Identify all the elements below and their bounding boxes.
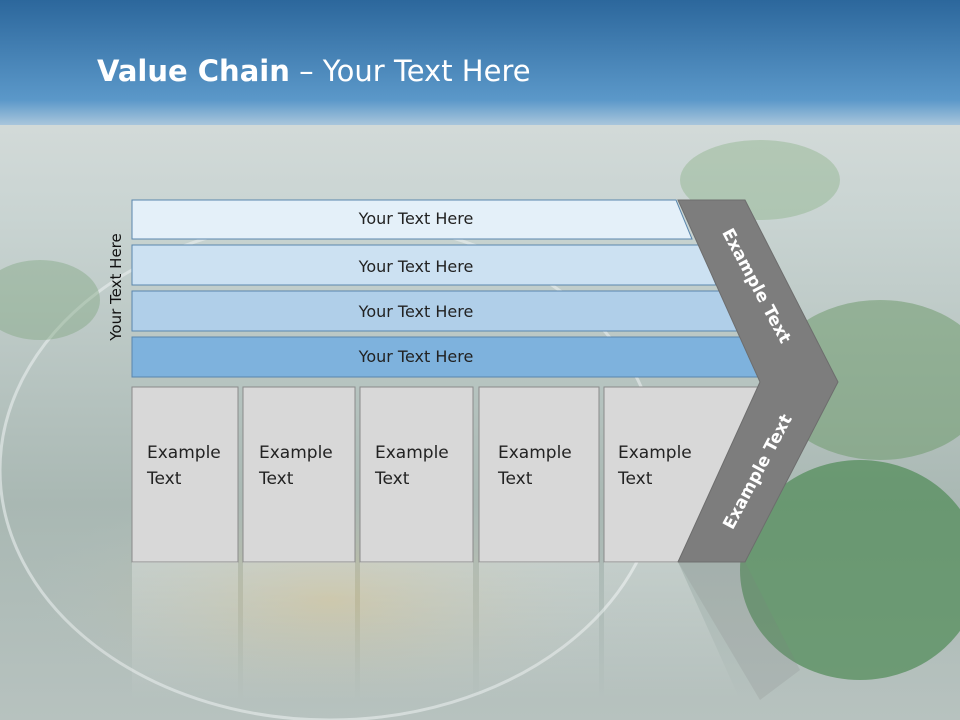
slide-title: Value Chain – Your Text Here xyxy=(97,54,531,88)
row-label-2: Your Text Here xyxy=(358,257,474,276)
box-label-5: Example Text xyxy=(618,440,692,492)
activity-box-1 xyxy=(131,386,239,563)
margin-chevron xyxy=(677,199,839,563)
row-bar-1 xyxy=(131,199,693,240)
box-line-2: Text xyxy=(259,469,294,489)
diagram-reflection xyxy=(0,560,960,720)
box-line-1: Example xyxy=(498,443,572,463)
box-line-1: Example xyxy=(147,443,221,463)
row-label-4: Your Text Here xyxy=(358,347,474,366)
box-line-2: Text xyxy=(498,469,533,489)
box-line-2: Text xyxy=(618,469,653,489)
box-line-1: Example xyxy=(618,443,692,463)
box-label-4: Example Text xyxy=(498,440,572,492)
box-label-1: Example Text xyxy=(147,440,221,492)
activity-box-4 xyxy=(478,386,600,563)
box-label-3: Example Text xyxy=(375,440,449,492)
row-label-1: Your Text Here xyxy=(358,209,474,228)
box-label-2: Example Text xyxy=(259,440,333,492)
box-line-1: Example xyxy=(375,443,449,463)
box-line-1: Example xyxy=(259,443,333,463)
title-bold: Value Chain xyxy=(97,54,290,88)
title-rest: – Your Text Here xyxy=(289,54,531,88)
activity-box-3 xyxy=(359,386,474,563)
row-label-3: Your Text Here xyxy=(358,302,474,321)
box-line-2: Text xyxy=(147,469,182,489)
box-line-2: Text xyxy=(375,469,410,489)
activity-box-2 xyxy=(242,386,356,563)
